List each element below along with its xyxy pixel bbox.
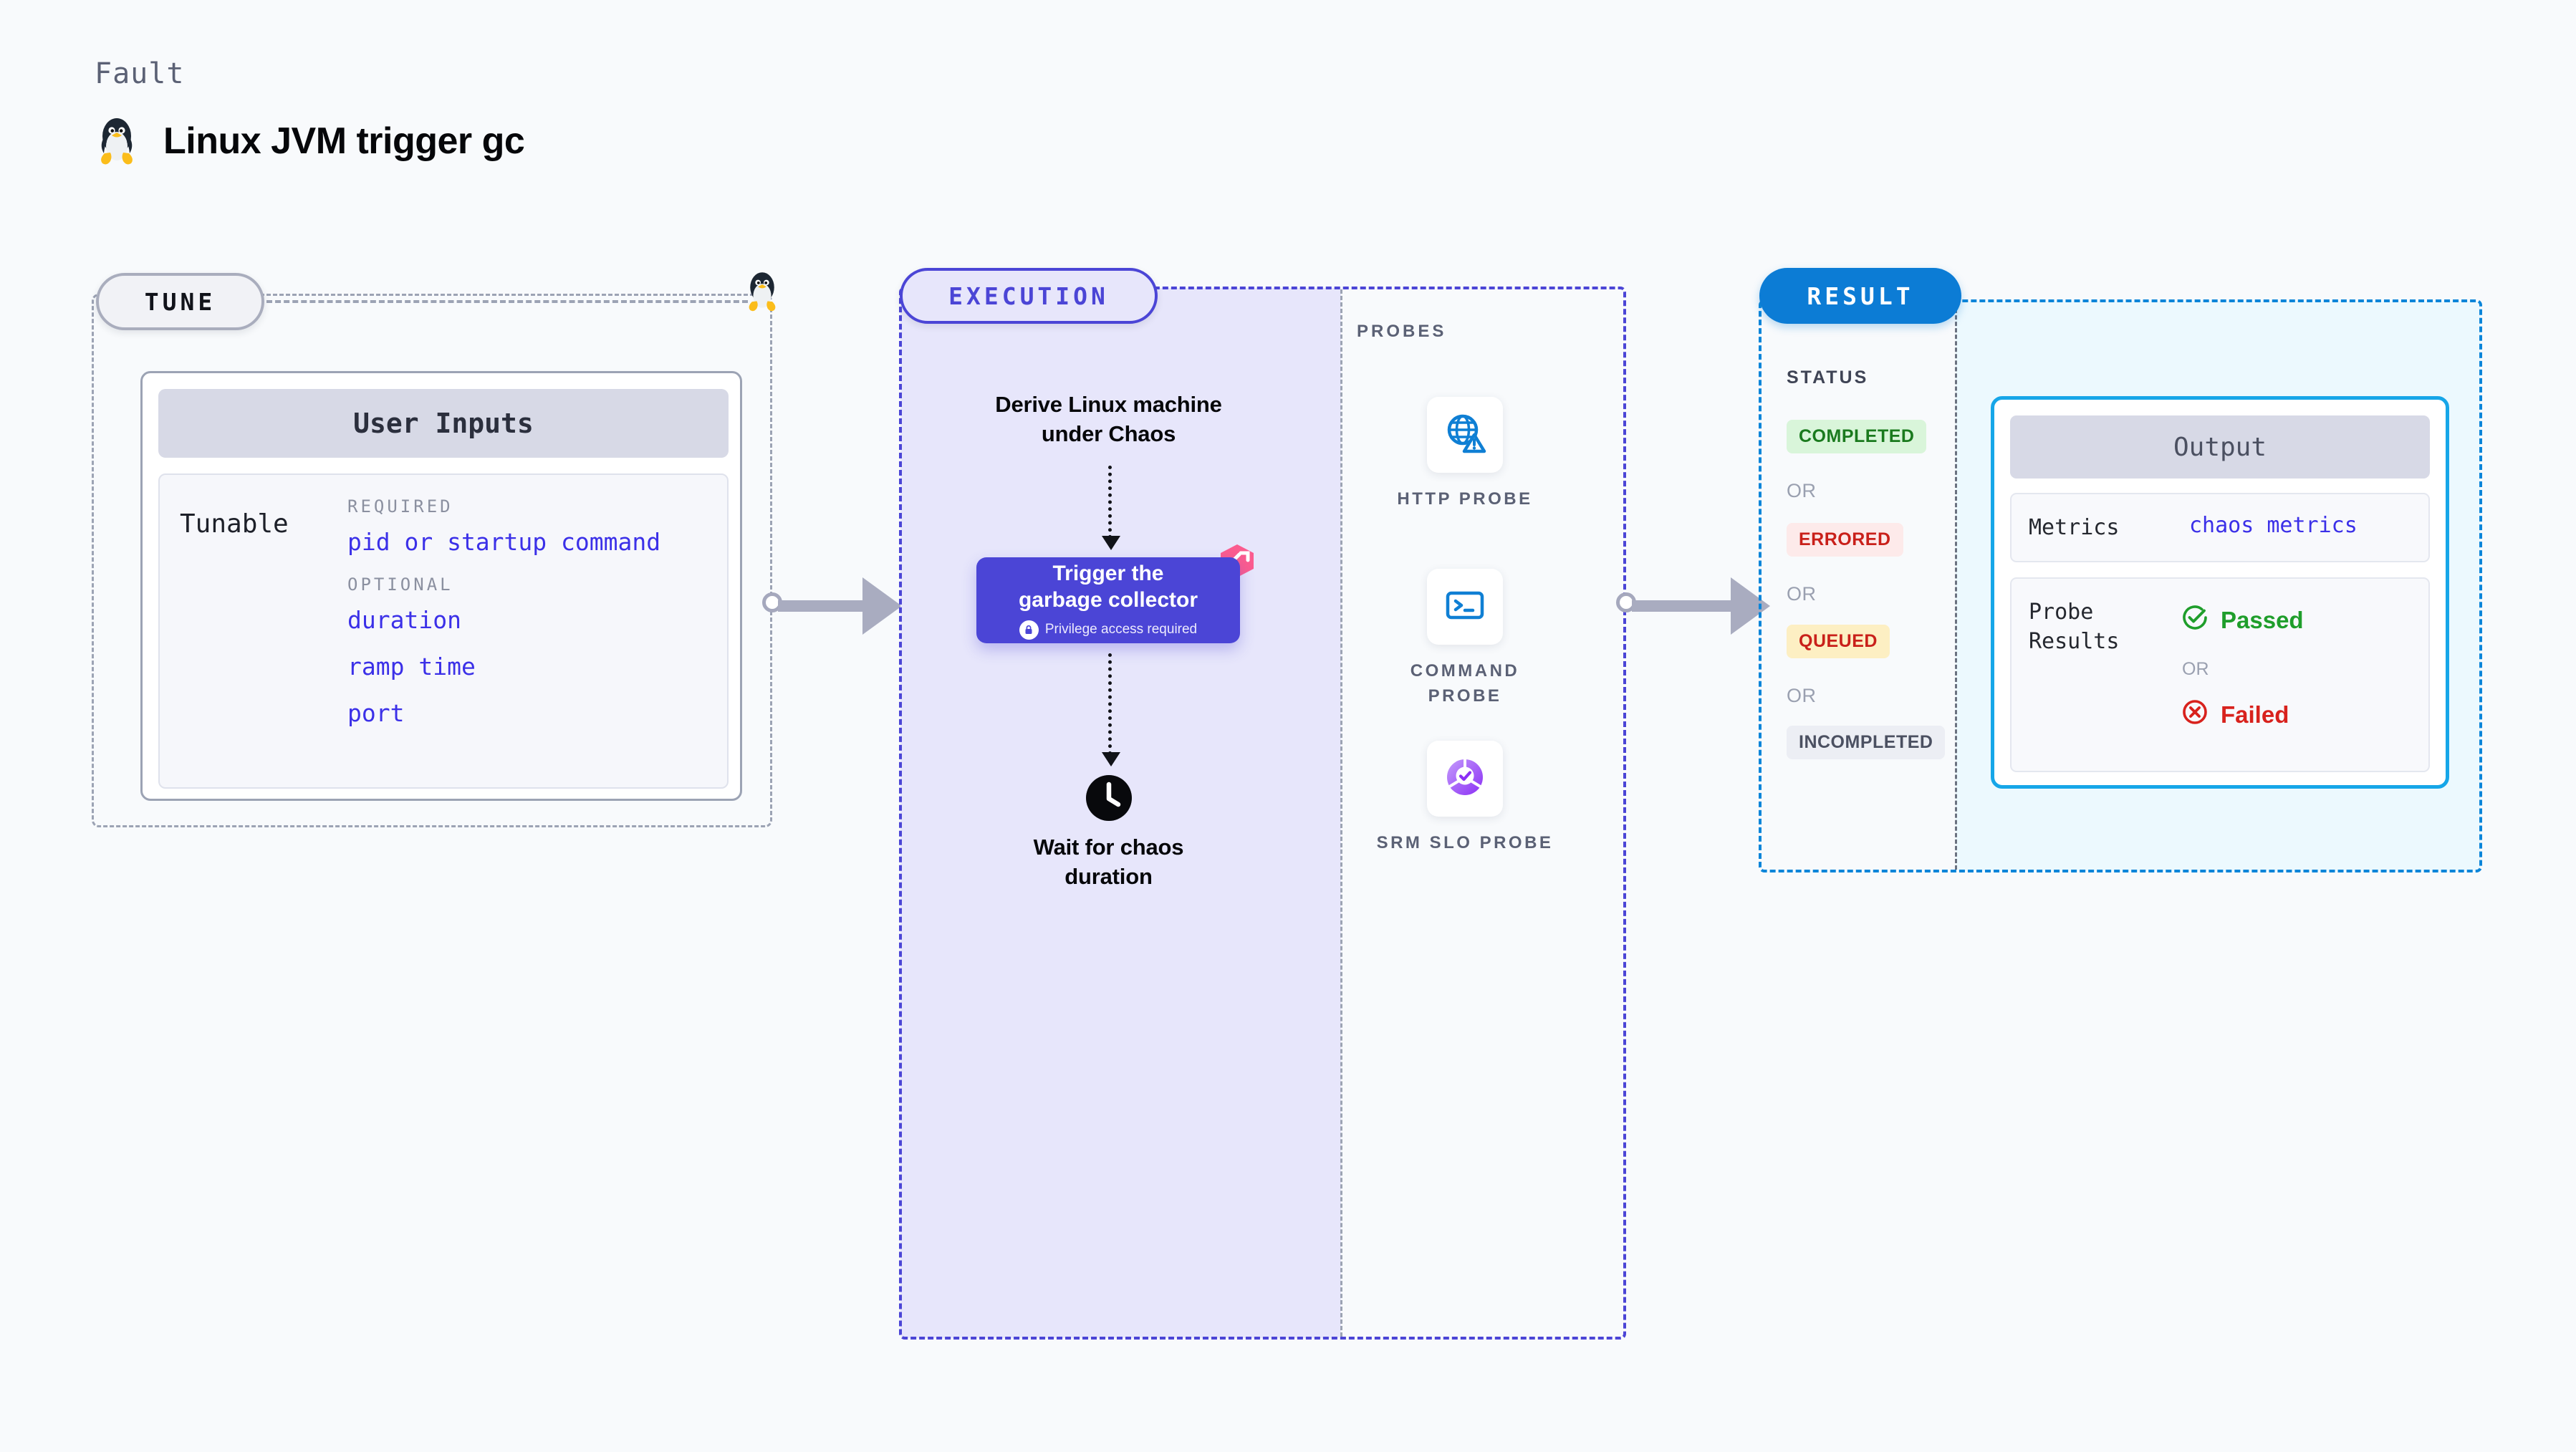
execution-probes-divider: [1340, 289, 1342, 1337]
status-or-3: OR: [1787, 685, 1817, 706]
user-inputs-title: User Inputs: [158, 389, 729, 458]
privilege-note-text: Privilege access required: [1044, 622, 1198, 638]
required-group-label: REQUIRED: [347, 496, 453, 516]
tune-linux-penguin-icon: [744, 269, 781, 317]
probes-section-label: PROBES: [1357, 322, 1447, 341]
action-title: Trigger the garbage collector: [1018, 562, 1198, 612]
output-row-metrics: Metrics chaos metrics: [2010, 493, 2430, 562]
probe-tile-http[interactable]: [1427, 397, 1503, 473]
arrow-action-to-wait: [1102, 653, 1120, 766]
field-port[interactable]: port: [347, 699, 405, 727]
stage-pill-result[interactable]: RESULT: [1759, 268, 1961, 324]
optional-group-label: OPTIONAL: [347, 574, 453, 595]
x-circle-icon: [2181, 698, 2209, 732]
user-inputs-body: Tunable REQUIRED pid or startup command …: [158, 473, 729, 789]
page-kicker: Fault: [95, 57, 185, 90]
probe-label-http: HTTP PROBE: [1397, 489, 1533, 509]
metrics-value-link[interactable]: chaos metrics: [2189, 513, 2358, 538]
privilege-note: Privilege access required: [1019, 620, 1197, 640]
execution-action-box[interactable]: Trigger the garbage collector Privilege …: [976, 557, 1240, 643]
user-inputs-card: User Inputs Tunable REQUIRED pid or star…: [140, 371, 742, 801]
tunable-field-list: REQUIRED pid or startup command OPTIONAL…: [347, 496, 720, 746]
execution-step-wait: Wait for chaos duration: [1033, 835, 1184, 889]
connector-tune-to-execution: [762, 577, 905, 635]
terminal-icon: [1443, 583, 1487, 631]
output-card: Output Metrics chaos metrics Probe Resul…: [1991, 396, 2449, 789]
verdict-failed: Failed: [2181, 698, 2289, 732]
status-section-label: STATUS: [1787, 367, 1869, 388]
metrics-key: Metrics: [2029, 515, 2120, 540]
verdict-or: OR: [2182, 659, 2209, 679]
verdict-passed-label: Passed: [2221, 607, 2304, 633]
connector-execution-to-result: [1616, 577, 1774, 635]
execution-panel: [899, 287, 1626, 1340]
probe-tile-srm-slo[interactable]: [1427, 741, 1503, 817]
execution-step-derive: Derive Linux machine under Chaos: [995, 392, 1222, 446]
status-badge-completed: COMPLETED: [1787, 420, 1927, 453]
field-duration[interactable]: duration: [347, 606, 461, 634]
arrow-derive-to-action: [1102, 466, 1120, 550]
lock-icon: [1019, 620, 1039, 640]
probe-label-command: COMMAND PROBE: [1410, 661, 1520, 706]
field-ramp-time[interactable]: ramp time: [347, 653, 476, 681]
slo-donut-check-icon: [1443, 755, 1487, 803]
result-panel: [1759, 299, 2482, 872]
status-or-2: OR: [1787, 583, 1817, 605]
verdict-passed: Passed: [2181, 603, 2304, 638]
field-pid-or-startup-command[interactable]: pid or startup command: [347, 528, 661, 556]
linux-penguin-icon: [95, 115, 139, 168]
status-badge-queued: QUEUED: [1787, 625, 1890, 658]
stage-pill-execution[interactable]: EXECUTION: [900, 268, 1158, 324]
output-card-title: Output: [2010, 415, 2430, 479]
globe-alert-icon: [1443, 411, 1487, 459]
check-circle-icon: [2181, 603, 2209, 638]
tunable-label: Tunable: [180, 509, 289, 539]
page-title-row: Linux JVM trigger gc: [95, 115, 525, 168]
probe-label-srm-slo: SRM SLO PROBE: [1376, 833, 1554, 852]
output-row-probe-results: Probe Results Passed OR F: [2010, 577, 2430, 772]
clock-icon: [1083, 772, 1135, 827]
stage-pill-tune[interactable]: TUNE: [96, 273, 264, 330]
status-or-1: OR: [1787, 480, 1817, 501]
tune-panel: [92, 294, 772, 827]
result-status-output-divider: [1955, 302, 1957, 870]
probe-tile-command[interactable]: [1427, 569, 1503, 645]
verdict-failed-label: Failed: [2221, 701, 2289, 728]
probe-results-key: Probe Results: [2029, 600, 2120, 655]
tune-leader-line: [266, 300, 748, 303]
status-badge-errored: ERRORED: [1787, 523, 1903, 557]
page-title: Linux JVM trigger gc: [163, 120, 525, 162]
status-badge-incompleted: INCOMPLETED: [1787, 726, 1946, 759]
